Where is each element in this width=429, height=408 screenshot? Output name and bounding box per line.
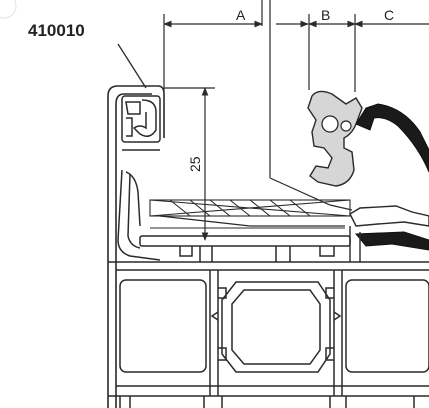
gasket-profile	[307, 90, 363, 187]
dimension-c-label: C	[384, 7, 394, 23]
part-number-label: 410010	[28, 21, 85, 40]
part-number-leader	[117, 43, 147, 89]
gasket-hole-small	[340, 120, 352, 132]
centre-reference-diagonal	[269, 177, 353, 211]
frame-feet	[119, 396, 415, 408]
dimension-b-label: B	[321, 7, 330, 23]
height-dimension-label: 25	[187, 156, 203, 172]
rail-profile	[139, 235, 351, 262]
frame-profile	[107, 85, 429, 408]
lower-seal	[349, 205, 429, 262]
clip-profile	[121, 95, 161, 151]
glass-pane	[149, 199, 351, 229]
chamber-profile	[119, 270, 429, 396]
sash-seal	[355, 103, 429, 173]
glazing-lip	[117, 169, 161, 261]
gasket-hole	[321, 115, 339, 133]
top-dimension-group	[163, 14, 429, 92]
dimension-a-label: A	[236, 7, 246, 23]
watermark-circle	[0, 0, 17, 19]
